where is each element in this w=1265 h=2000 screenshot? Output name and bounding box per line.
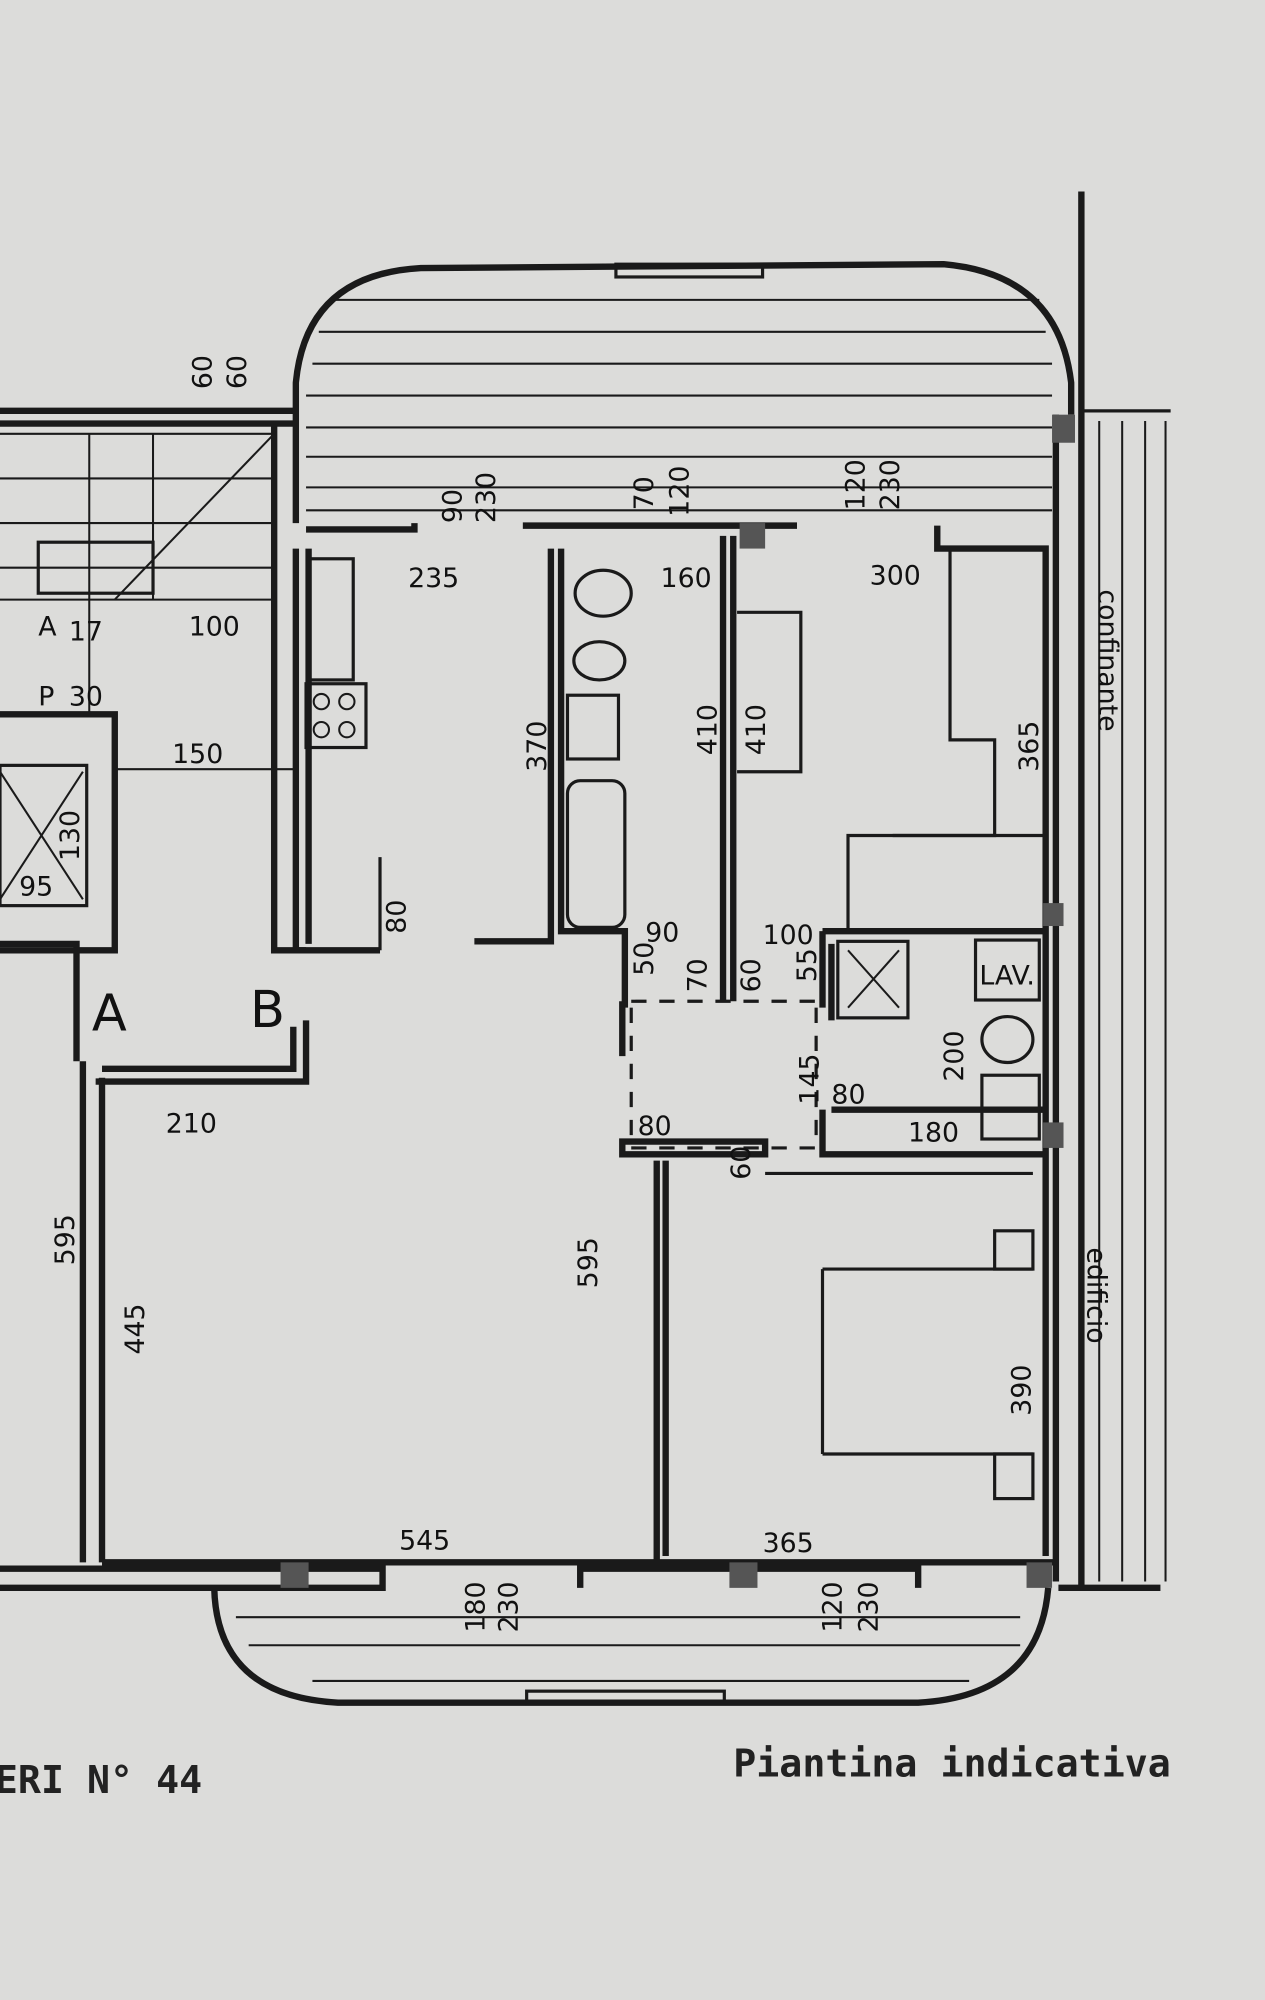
dim-label: 50	[629, 942, 660, 976]
dim-label: 70	[682, 958, 713, 992]
interior-lines	[0, 432, 1046, 1501]
dim-label: 145	[795, 1053, 826, 1104]
dim-label: 95	[19, 871, 53, 902]
dim-label: 150	[172, 739, 223, 770]
bottom-balcony	[211, 1587, 1052, 1706]
dim-label: 230	[471, 472, 502, 523]
stair-a-label: A	[38, 611, 57, 642]
dim-label: 230	[853, 1581, 884, 1632]
dim-label: 80	[831, 1079, 865, 1110]
dim-label: 180	[461, 1581, 492, 1632]
dim-label: 55	[792, 948, 823, 982]
dim-label: 230	[494, 1581, 525, 1632]
dim-label: 235	[408, 563, 459, 594]
top-balcony	[292, 261, 1075, 524]
dim-label: 60	[726, 1146, 757, 1180]
dim-label: 60	[188, 355, 219, 389]
dim-label: 70	[629, 476, 660, 510]
neighbor-label-bottom: edificio	[1081, 1247, 1112, 1343]
dim-label: 120	[841, 459, 872, 510]
caption-right: Piantina indicativa	[733, 1742, 1171, 1787]
dim-label: 390	[1006, 1365, 1037, 1416]
dim-label: 80	[382, 900, 413, 934]
dimension-labels: 60 60 90 230 70 120 120 230 235 160 300 …	[19, 355, 1123, 1632]
dim-label: 90	[645, 917, 679, 948]
dim-label: 80	[638, 1111, 672, 1142]
dim-label: 90	[438, 489, 469, 523]
walls	[0, 407, 1060, 1592]
dim-label: 445	[120, 1303, 151, 1354]
neighbor-label-top: confinante	[1092, 589, 1123, 731]
dim-label: 410	[741, 704, 772, 755]
dim-label: 160	[661, 563, 712, 594]
dim-label: 370	[522, 721, 553, 772]
dim-label: 365	[1014, 721, 1045, 772]
stair-a-value: 17	[69, 616, 103, 647]
dim-label: 180	[908, 1118, 959, 1149]
dim-label: 365	[763, 1528, 814, 1559]
dim-label: 210	[166, 1109, 217, 1140]
dim-label: 200	[939, 1031, 970, 1082]
dim-label: 410	[693, 704, 724, 755]
laundry-label: LAV.	[979, 961, 1034, 992]
dim-label: 595	[573, 1237, 604, 1288]
dim-label: 545	[399, 1526, 450, 1557]
dim-label: 100	[763, 920, 814, 951]
stair-p-label: P	[38, 681, 54, 712]
stair-p-value: 30	[69, 681, 103, 712]
dim-label: 300	[870, 560, 921, 591]
caption-left: ERI N° 44	[0, 1758, 202, 1803]
dim-label: 60	[222, 355, 253, 389]
dim-label: 230	[875, 459, 906, 510]
landing-a-label: A	[92, 985, 127, 1044]
dim-label: 60	[736, 958, 767, 992]
dim-label: 595	[50, 1214, 81, 1265]
dim-label: 120	[665, 466, 696, 517]
dim-label: 120	[818, 1581, 849, 1632]
wall-hatches	[280, 414, 1075, 1588]
neighbor-building	[1058, 191, 1171, 1592]
landing-b-label: B	[250, 981, 285, 1040]
dim-label: 100	[189, 611, 240, 642]
dim-label: 130	[55, 810, 86, 861]
